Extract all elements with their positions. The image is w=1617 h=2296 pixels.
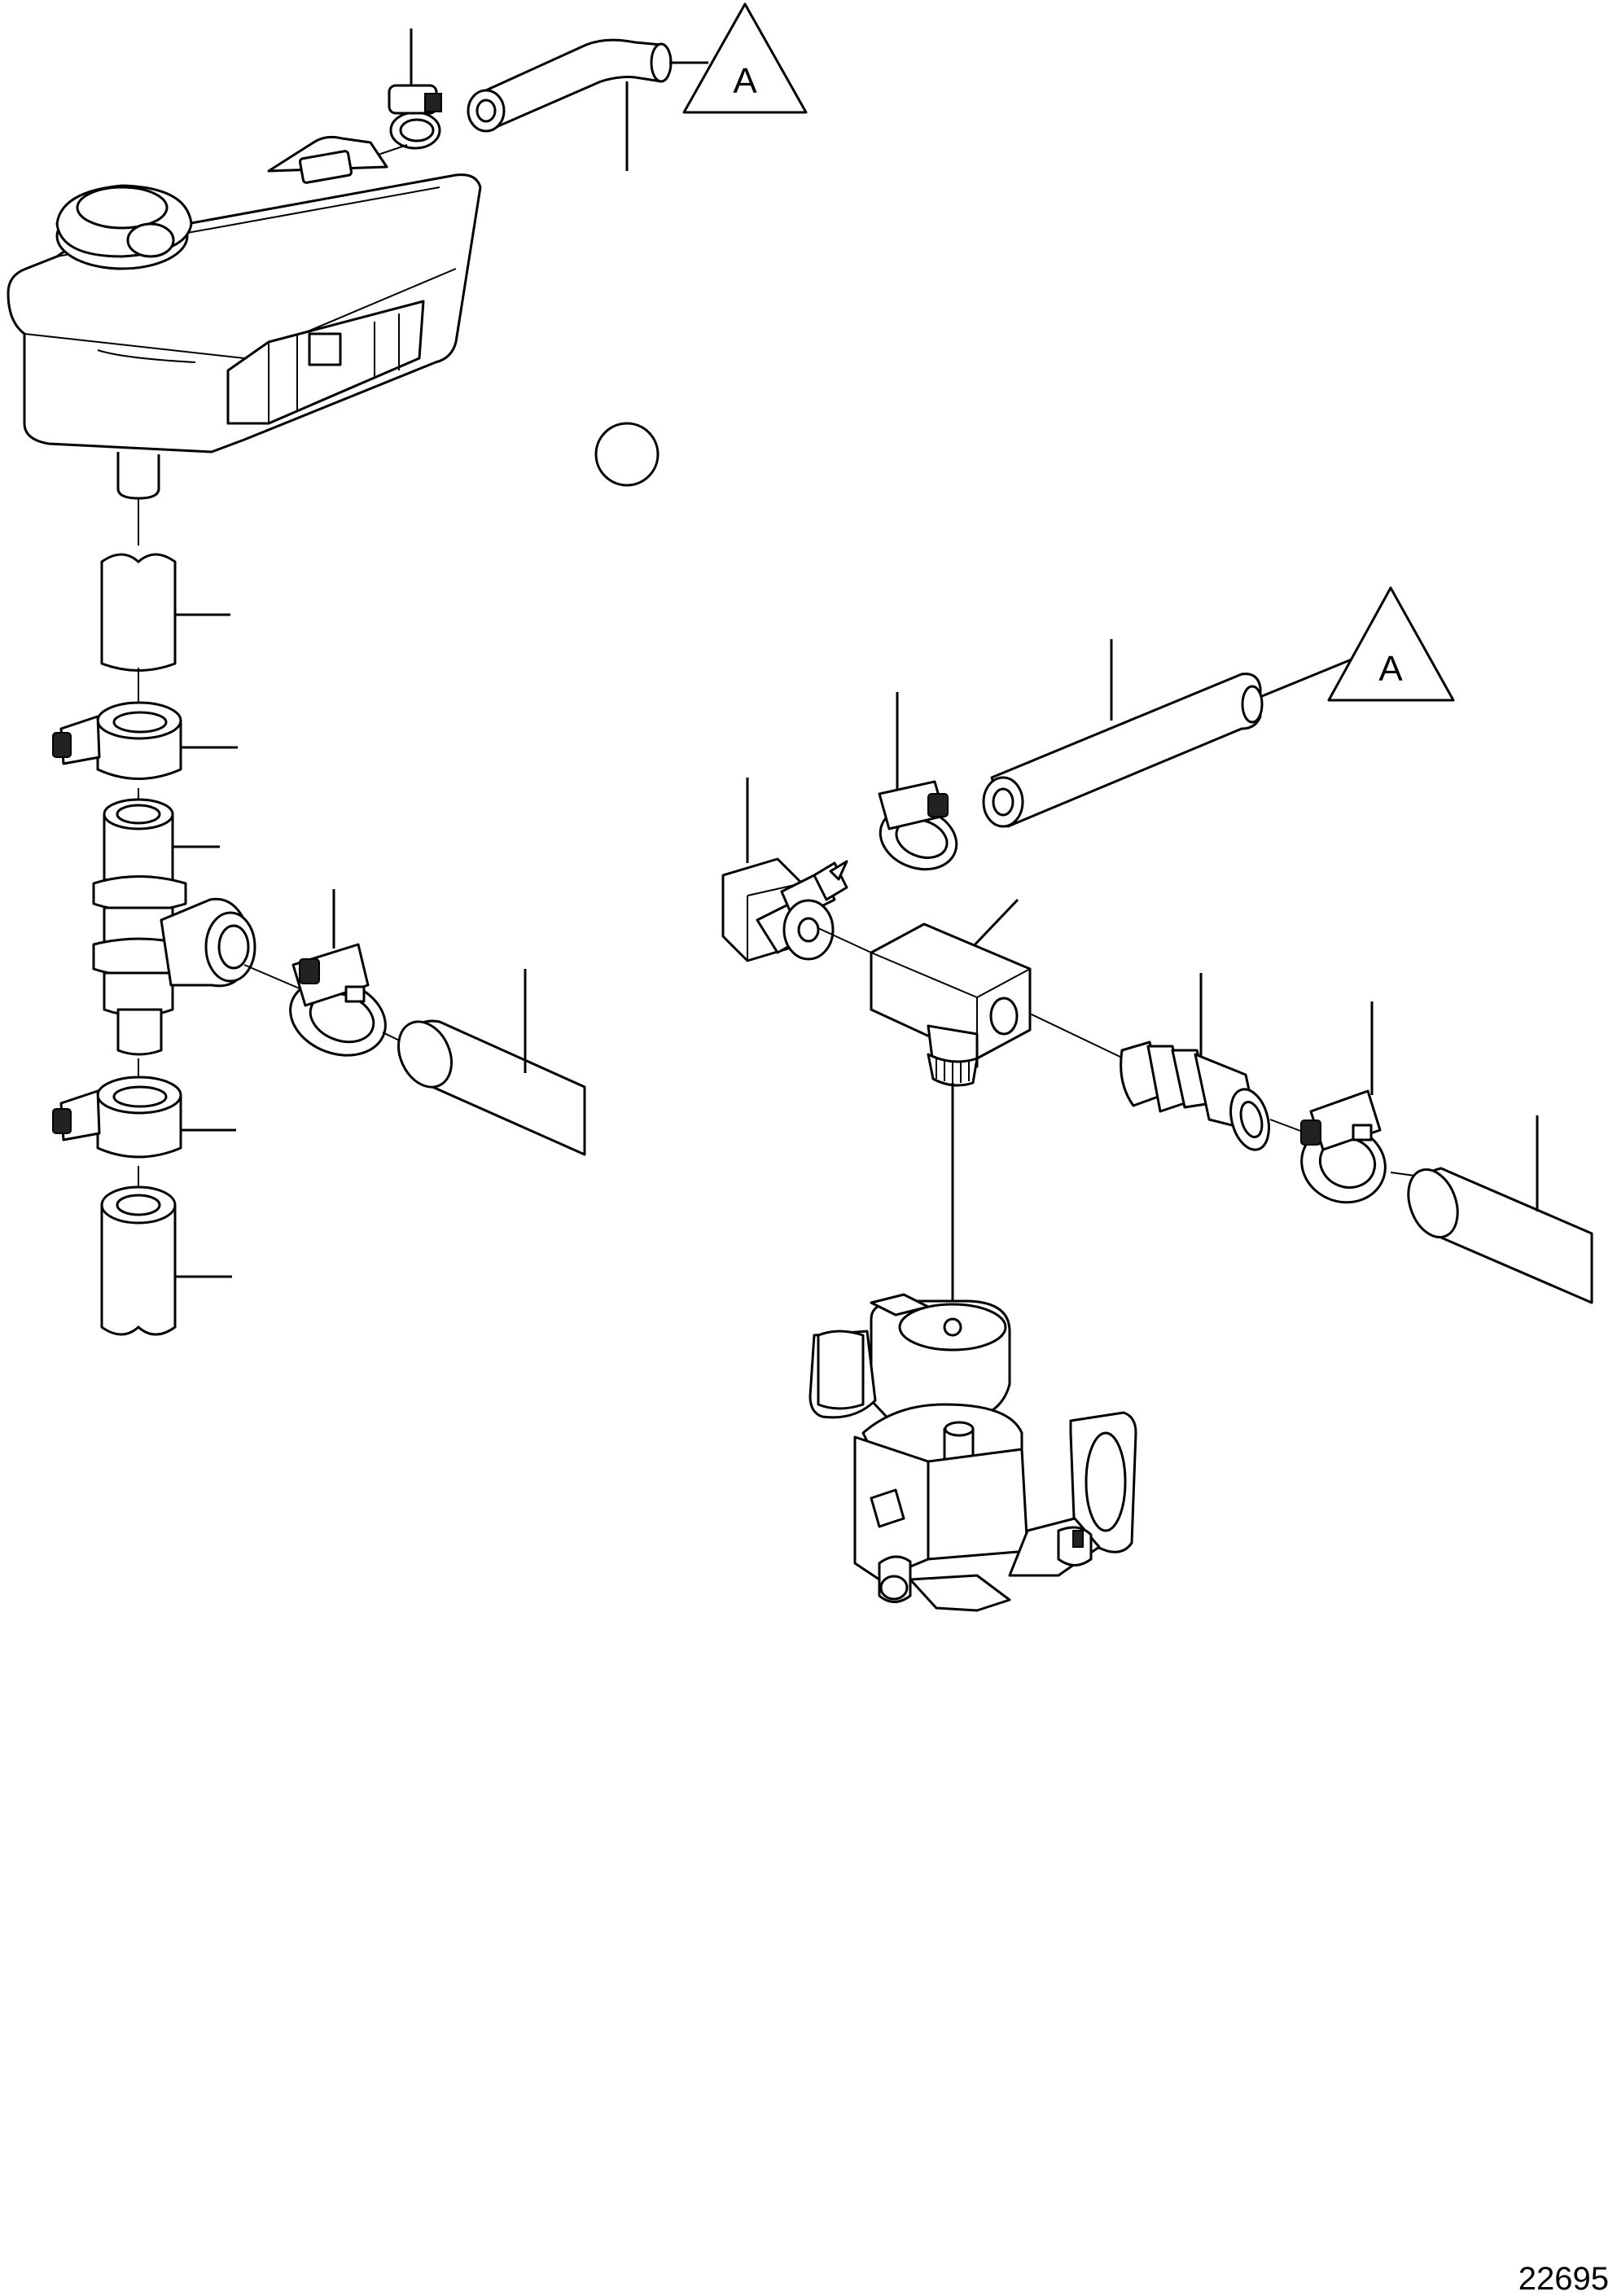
hose-clamp-upper-left [52,701,182,780]
top-hose-assembly: A [341,2,808,171]
right-top-hose-assembly: A [878,586,1455,871]
leader-line-to-triangle-right [1261,658,1352,698]
hose-segment-upper-left [100,553,177,672]
hose-nipple-fitting [1029,973,1270,1151]
bent-hose-top [467,38,673,133]
hose-clamp-lower-left [52,1076,182,1159]
leader-line-tee-block [966,898,1019,954]
hose-segment-lower-left [100,1185,177,1336]
right-lower-hose-assembly [1269,1001,1593,1304]
elbow-adapter [721,778,848,962]
triangle-callout-a-right: A [1327,586,1455,702]
triangle-label-a-top: A [733,61,757,101]
hose-clamp-right-lower [1300,1089,1387,1204]
tank-filler-cap [55,184,193,270]
tee-block [817,898,1032,1335]
pump-housing [808,1293,1137,1612]
hose-branch-left [397,1019,586,1156]
left-hose-assembly [52,553,256,1336]
triangle-label-a-right: A [1378,649,1403,689]
left-branch-assembly [243,889,586,1156]
drawing-number: 22695 [1518,2261,1609,2296]
hose-clamp-right-top [878,780,958,871]
reference-circle [594,422,660,487]
t-connector [92,798,256,1056]
expansion-tank [7,135,482,546]
hose-clamp-branch [289,943,387,1057]
hose-right-top [982,673,1264,828]
hose-clamp-top [388,84,442,150]
triangle-callout-a-top: A [682,2,808,114]
hose-right-lower [1407,1167,1593,1304]
